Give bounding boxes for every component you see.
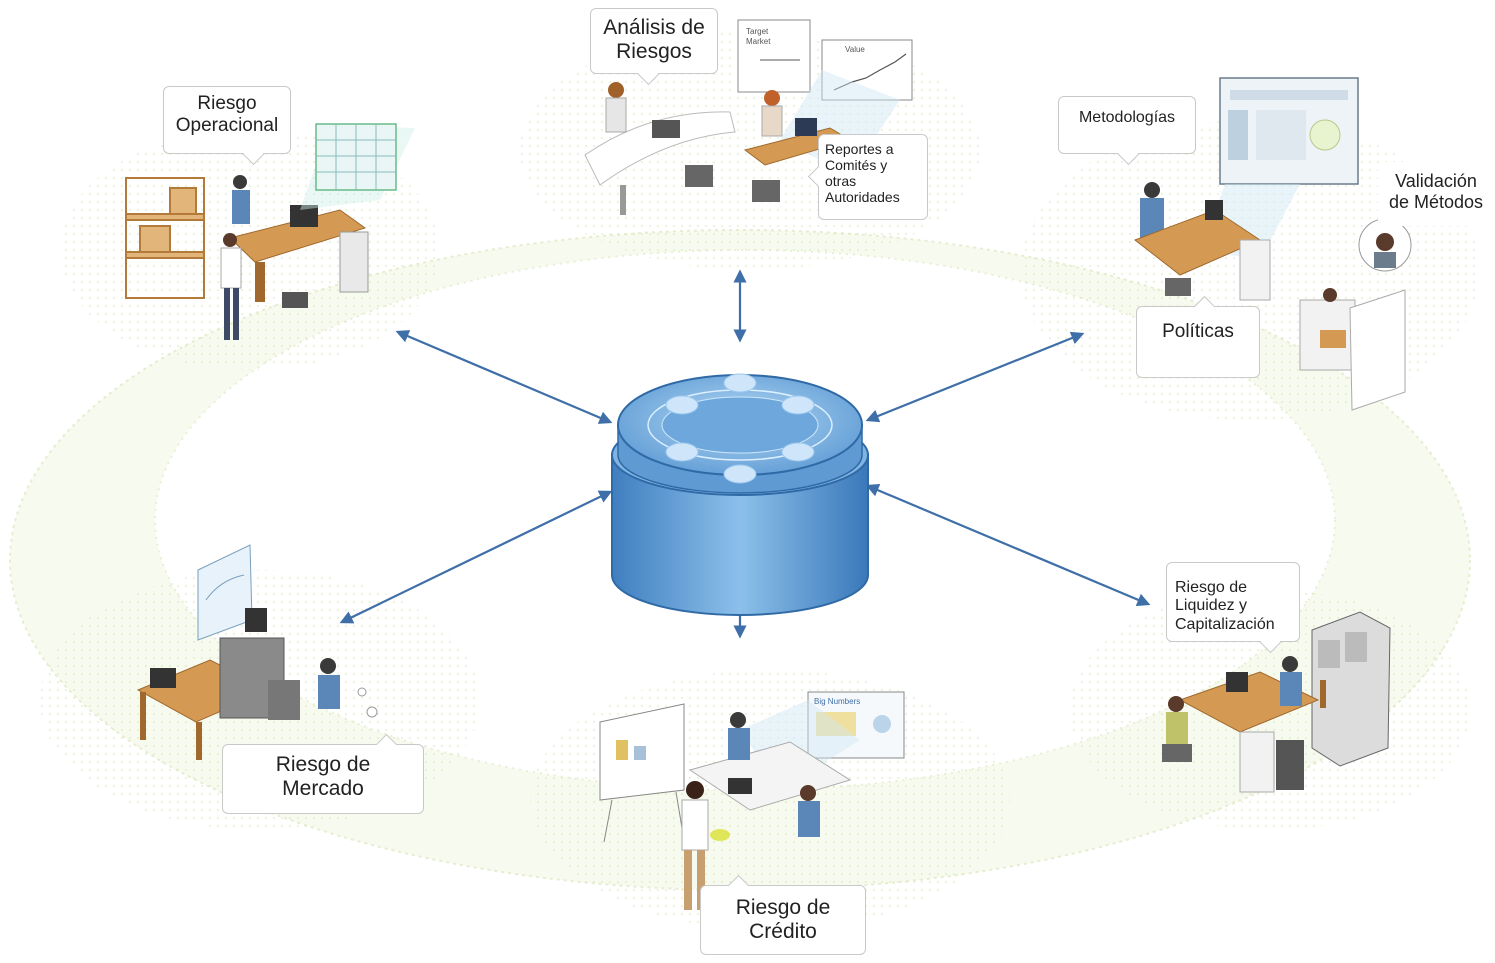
monitor-icon — [795, 118, 817, 136]
hub-node — [723, 373, 757, 393]
connector-mercado — [339, 490, 613, 624]
label-riesgo-operacional: Riesgo Operacional — [175, 93, 279, 136]
chair-icon — [1165, 278, 1191, 296]
monitor-icon — [290, 205, 318, 227]
person-icon — [608, 82, 624, 98]
person-icon — [1282, 656, 1298, 672]
person-icon — [686, 781, 704, 799]
person-icon — [764, 90, 780, 106]
chair-icon — [685, 165, 713, 187]
label-riesgo-liquidez: Riesgo de Liquidez y Capitalización — [1175, 579, 1275, 633]
callout-analisis-riesgos: Análisis de Riesgos — [590, 8, 718, 86]
label-metodologias: Metodologías — [1078, 109, 1176, 126]
person-icon — [1323, 288, 1337, 302]
chair-icon — [282, 292, 308, 308]
person-icon — [320, 658, 336, 674]
label-reportes: Reportes a Comités y otras Autoridades — [825, 141, 900, 206]
monitor-icon — [1205, 200, 1223, 220]
person-icon — [233, 175, 247, 189]
scene-operacional — [125, 123, 415, 340]
hub-node — [781, 442, 815, 462]
callout-politicas: Políticas — [1136, 295, 1260, 378]
trend-chart-value-label: Value — [845, 45, 865, 54]
hub-node — [665, 395, 699, 415]
hub-node — [665, 442, 699, 462]
callout-riesgo-mercado: Riesgo de Mercado — [222, 733, 424, 814]
laptop-icon — [652, 120, 680, 138]
chart-card — [737, 19, 811, 93]
monitor-icon — [245, 608, 267, 632]
hub-node — [723, 464, 757, 484]
scene-liquidez — [1162, 611, 1391, 793]
chart-card-target-label: Target — [746, 27, 769, 36]
label-validacion-metodos: Validación de Métodos — [1388, 171, 1484, 212]
person-icon — [1168, 696, 1184, 712]
label-riesgo-mercado: Riesgo de Mercado — [275, 753, 371, 801]
person-icon — [1144, 182, 1160, 198]
chart-card-market-label: Market — [746, 37, 771, 46]
connector-operacional — [395, 330, 613, 424]
big-numbers-label: Big Numbers — [814, 697, 860, 706]
label-analisis-riesgos: Análisis de Riesgos — [603, 16, 705, 64]
callout-validacion-metodos: Validación de Métodos — [1378, 162, 1494, 226]
laptop-icon — [150, 668, 176, 688]
callout-reportes: Reportes a Comités y otras Autoridades — [807, 134, 928, 220]
person-icon — [800, 785, 816, 801]
trend-chart-card — [821, 39, 913, 101]
connector-metodologias — [865, 331, 1085, 423]
chair-icon — [1162, 744, 1192, 762]
central-database-hub — [611, 373, 869, 616]
connector-liquidez — [865, 484, 1151, 606]
callout-metodologias: Metodologías — [1058, 96, 1196, 166]
scene-analisis: Target Market Value — [584, 19, 913, 215]
hub-node — [781, 395, 815, 415]
callout-riesgo-operacional: Riesgo Operacional — [163, 86, 291, 166]
scene-metodologias — [1133, 77, 1412, 411]
scene-credito: Big Numbers — [599, 691, 905, 910]
callout-riesgo-liquidez: Riesgo de Liquidez y Capitalización — [1166, 562, 1300, 654]
label-riesgo-credito: Riesgo de Crédito — [735, 896, 831, 944]
callout-riesgo-credito: Riesgo de Crédito — [700, 874, 866, 955]
person-icon — [730, 712, 746, 728]
monitor-icon — [1226, 672, 1248, 692]
chair-icon — [752, 180, 780, 202]
person-icon — [223, 233, 237, 247]
scene-mercado — [136, 544, 378, 760]
label-politicas: Políticas — [1162, 321, 1234, 342]
laptop-icon — [728, 778, 752, 794]
